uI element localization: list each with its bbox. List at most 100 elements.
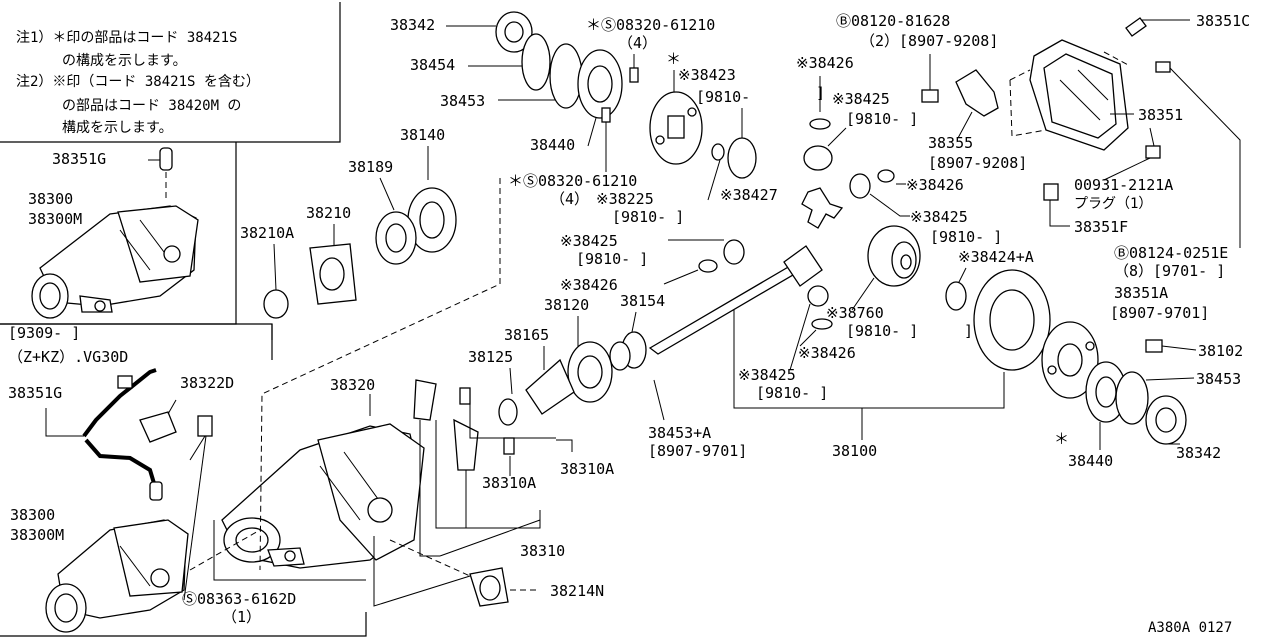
- guide-line-2: [189, 529, 261, 571]
- label-38300M-bottom: 38300M: [10, 526, 64, 544]
- label-38440-right: 38440: [1068, 452, 1113, 470]
- label-38189: 38189: [348, 158, 393, 176]
- label-38425-bottom-date: [9810- ]: [756, 384, 828, 402]
- label-38453-top: 38453: [440, 92, 485, 110]
- ring-gear-38424: ※38424+A ]: [945, 248, 1051, 371]
- guide-line-3: [389, 539, 471, 577]
- pinion-gear-38425-top-icon: [803, 145, 833, 171]
- label-08124-qty: （8）[9701- ]: [1114, 262, 1225, 280]
- nut-38210A-icon: [263, 289, 289, 319]
- pinion-gear-38425-bottom-icon: [807, 285, 829, 307]
- note-line-5: 構成を示します。: [62, 120, 173, 136]
- label-38351G-bottom: 38351G: [8, 384, 62, 402]
- label-38425-top: ※38425: [832, 90, 890, 108]
- bracket-38355-icon: [955, 69, 999, 117]
- label-38320: 38320: [330, 376, 375, 394]
- label-38351A: 38351A: [1114, 284, 1168, 302]
- label-38427: ※38427: [720, 186, 778, 204]
- label-38440-top: 38440: [530, 136, 575, 154]
- bolt-top-icon: [629, 67, 639, 83]
- label-38426-top: ※38426: [796, 54, 854, 72]
- pinion-gear-right: ※38426 ※38425 [9810- ]: [849, 169, 1002, 246]
- bolt-08124-icon: [1155, 61, 1171, 73]
- label-38154: 38154: [620, 292, 665, 310]
- label-38423-date: [9810-: [696, 88, 750, 106]
- label-38423: ※38423: [678, 66, 736, 84]
- label-38102: 38102: [1198, 342, 1243, 360]
- pinion-shaft-38427-icon: [801, 187, 844, 229]
- washer-38125-icon: [498, 398, 518, 426]
- label-38424: ※38424+A: [958, 248, 1034, 266]
- bolt-38310A-icon: [503, 437, 515, 455]
- label-38100: 38100: [832, 442, 877, 460]
- breather-38351G-top-icon: [159, 147, 173, 171]
- label-38425-bottom: ※38425: [738, 366, 796, 384]
- label-38165: 38165: [504, 326, 549, 344]
- final-drive-case-38320: 38320: [213, 376, 471, 607]
- guide-line-1: [259, 178, 501, 571]
- note-line-1: 注1）＊印の部品はコード 38421S: [16, 30, 237, 46]
- label-38310A-1: 38310A: [482, 474, 536, 492]
- notes-box: 注1）＊印の部品はコード 38421S の構成を示します。 注2）※印（コード …: [0, 2, 341, 143]
- rear-cover-38351: 38351C 38351 00931-2121A プラグ（1） 38351F Ⓑ…: [1009, 12, 1250, 322]
- label-38351: 38351: [1138, 106, 1183, 124]
- label-08120: Ⓑ08120-81628: [836, 12, 950, 30]
- reference-code: A380A 0127: [1148, 620, 1232, 636]
- bolt-mid-icon: [601, 107, 611, 123]
- note-line-3: 注2）※印（コード 38421S を含む）: [16, 74, 260, 90]
- label-38214N: 38214N: [550, 582, 604, 600]
- label-38120: 38120: [544, 296, 589, 314]
- breather-hose-icon: [82, 368, 213, 501]
- label-38425-top-bracket: ]: [816, 84, 825, 102]
- label-08120-qty: （2）[8907-9208]: [860, 32, 998, 50]
- label-08320-mid-qty: （4）: [550, 190, 589, 208]
- label-08363-qty: （1）: [222, 608, 261, 626]
- differential-housing-bottom-icon: [45, 519, 189, 633]
- label-38425-mid-date: [9810- ]: [576, 250, 648, 268]
- label-38210A: 38210A: [240, 224, 294, 242]
- label-38351F: 38351F: [1074, 218, 1128, 236]
- label-38355: 38355: [928, 134, 973, 152]
- bolt-38102-icon: [1145, 339, 1163, 353]
- pinion-gear-mid: ※38425 [9810- ] ※38426: [560, 232, 745, 294]
- label-38454: 38454: [410, 56, 455, 74]
- thrust-washer-38426-mid-icon: [698, 259, 718, 273]
- label-38300-top: 38300: [28, 190, 73, 208]
- label-38322D: 38322D: [180, 374, 234, 392]
- label-38426-mid: ※38426: [560, 276, 618, 294]
- plug-00931-icon: [1145, 145, 1161, 159]
- thrust-washer-38426-top-icon: [809, 118, 831, 130]
- label-38760-date: [9810- ]: [846, 322, 918, 340]
- stud-38351C-icon: [1125, 17, 1147, 37]
- differential-housing-top-icon: [31, 205, 199, 319]
- label-38425-mid: ※38425: [560, 232, 618, 250]
- variant-date: [9309- ]: [8, 324, 80, 342]
- label-38426-bottom: ※38426: [798, 344, 856, 362]
- label-38425-top-date: [9810- ]: [846, 110, 918, 128]
- label-38342-right: 38342: [1176, 444, 1221, 462]
- note-line-2: の構成を示します。: [62, 53, 187, 69]
- label-38351G-top: 38351G: [52, 150, 106, 168]
- label-38140: 38140: [400, 126, 445, 144]
- label-00931-sub: プラグ（1）: [1074, 196, 1152, 212]
- label-38424-bracket: ]: [964, 322, 973, 340]
- label-38225: ※38225: [596, 190, 654, 208]
- collapsible-spacer-38165-icon: [525, 358, 575, 415]
- label-08363: Ⓢ08363-6162D: [182, 590, 296, 608]
- label-00931: 00931-2121A: [1074, 176, 1173, 194]
- housing-box-bottom: [9309- ] （Z+KZ）.VG30D 38351G 38322D 3830…: [0, 323, 367, 637]
- bolt-08120-icon: [921, 89, 939, 103]
- label-38760: ※38760: [826, 304, 884, 322]
- diff-case-right: 38102 38453 ＊ 38440 38342: [1041, 321, 1243, 470]
- label-38351C: 38351C: [1196, 12, 1250, 30]
- side-gear-38760: ※38760 [9810- ]: [826, 225, 921, 340]
- label-38453A: 38453+A: [648, 424, 711, 442]
- diff-case-38423: ＊ ※38423 [9810- ※38225 [9810- ] ※38427: [596, 50, 844, 229]
- label-38310: 38310: [520, 542, 565, 560]
- label-38300M-top: 38300M: [28, 210, 82, 228]
- plug-38351F-icon: [1043, 183, 1059, 201]
- label-38125: 38125: [468, 348, 513, 366]
- thrust-washer-38426-bottom-icon: [811, 318, 833, 330]
